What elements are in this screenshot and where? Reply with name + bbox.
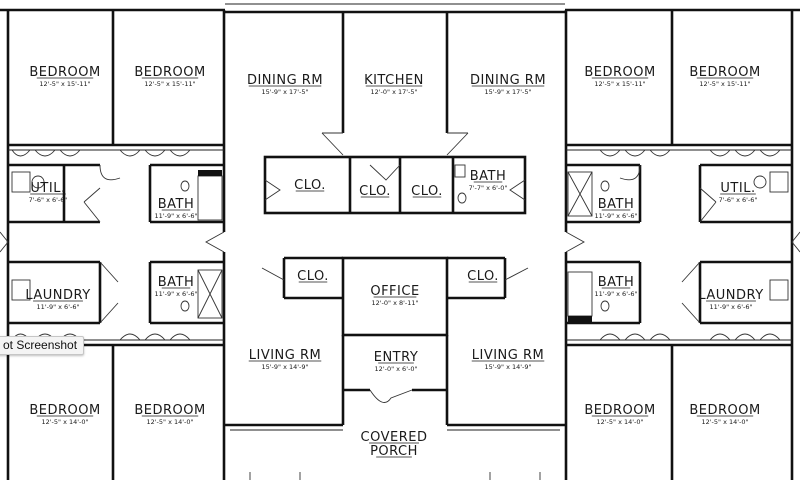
room-dimensions: 12'-0" x 6'-0": [375, 365, 418, 373]
room-name: CLO.: [467, 269, 499, 284]
room-dimensions: 15'-9" x 17'-5": [261, 88, 308, 96]
room-dimensions: 12'-5" x 14'-0": [41, 418, 88, 426]
room-dimensions: 12'-0" x 8'-11": [371, 299, 418, 307]
room-dimensions: 11'-9" x 6'-6": [595, 290, 638, 298]
room-util-right: UTIL.7'-6" x 6'-6": [719, 181, 758, 204]
room-name: CLO.: [411, 184, 443, 199]
room-name: BEDROOM: [689, 403, 760, 418]
room-dimensions: 12'-5" x 15'-11": [39, 80, 90, 88]
room-name: CLO.: [294, 178, 326, 193]
room-name: BATH: [158, 275, 195, 290]
room-dimensions: 12'-5" x 14'-0": [146, 418, 193, 426]
fixtures: [11, 149, 789, 480]
screenshot-tooltip: ot Screenshot: [0, 336, 85, 355]
walls: [0, 3, 800, 480]
room-clo-2: CLO.: [359, 184, 391, 199]
room-name: BEDROOM: [584, 65, 655, 80]
room-dimensions: 11'-9" x 6'-6": [710, 303, 753, 311]
room-dimensions: 7'-6" x 6'-6": [719, 196, 758, 204]
room-name: BEDROOM: [584, 403, 655, 418]
room-name: BEDROOM: [29, 403, 100, 418]
room-name: LAUNDRY: [698, 288, 763, 303]
room-clo-1: CLO.: [294, 178, 326, 193]
room-name: BATH: [470, 169, 507, 184]
room-name: DINING RM: [470, 73, 546, 88]
room-name: LIVING RM: [249, 348, 321, 363]
room-name: BEDROOM: [134, 65, 205, 80]
room-dimensions: 12'-0" x 17'-5": [370, 88, 417, 96]
room-name: BEDROOM: [689, 65, 760, 80]
room-util-left: UTIL.7'-6" x 6'-6": [29, 181, 68, 204]
room-name: BATH: [598, 275, 635, 290]
room-name: CLO.: [297, 269, 329, 284]
room-dimensions: 11'-9" x 6'-6": [37, 303, 80, 311]
room-name: OFFICE: [370, 284, 419, 299]
room-dimensions: 12'-5" x 14'-0": [596, 418, 643, 426]
room-dimensions: 15'-9" x 17'-5": [484, 88, 531, 96]
room-name: ENTRY: [374, 350, 419, 365]
room-clo-5: CLO.: [467, 269, 499, 284]
room-name: PORCH: [370, 444, 418, 459]
room-name: UTIL.: [720, 181, 755, 196]
room-name: DINING RM: [247, 73, 323, 88]
room-name: BATH: [598, 197, 635, 212]
room-dimensions: 15'-9" x 14'-9": [484, 363, 531, 371]
room-name: COVERED: [361, 430, 428, 445]
room-name: LAUNDRY: [25, 288, 90, 303]
room-dimensions: 11'-9" x 6'-6": [155, 290, 198, 298]
room-porch-1: COVERED: [361, 430, 428, 445]
room-clo-3: CLO.: [411, 184, 443, 199]
room-name: CLO.: [359, 184, 391, 199]
room-dimensions: 12'-5" x 15'-11": [144, 80, 195, 88]
room-dimensions: 7'-6" x 6'-6": [29, 196, 68, 204]
room-dimensions: 12'-5" x 14'-0": [701, 418, 748, 426]
room-name: BATH: [158, 197, 195, 212]
room-name: UTIL.: [30, 181, 65, 196]
room-dimensions: 12'-5" x 15'-11": [699, 80, 750, 88]
room-porch-2: PORCH: [370, 444, 418, 459]
doors: [0, 132, 800, 403]
room-dimensions: 15'-9" x 14'-9": [261, 363, 308, 371]
room-name: BEDROOM: [29, 65, 100, 80]
room-name: LIVING RM: [472, 348, 544, 363]
room-dimensions: 11'-9" x 6'-6": [595, 212, 638, 220]
room-name: BEDROOM: [134, 403, 205, 418]
room-name: KITCHEN: [364, 73, 424, 88]
room-dimensions: 12'-5" x 15'-11": [594, 80, 645, 88]
room-dimensions: 7'-7" x 6'-0": [469, 184, 508, 192]
room-dimensions: 11'-9" x 6'-6": [155, 212, 198, 220]
room-clo-4: CLO.: [297, 269, 329, 284]
